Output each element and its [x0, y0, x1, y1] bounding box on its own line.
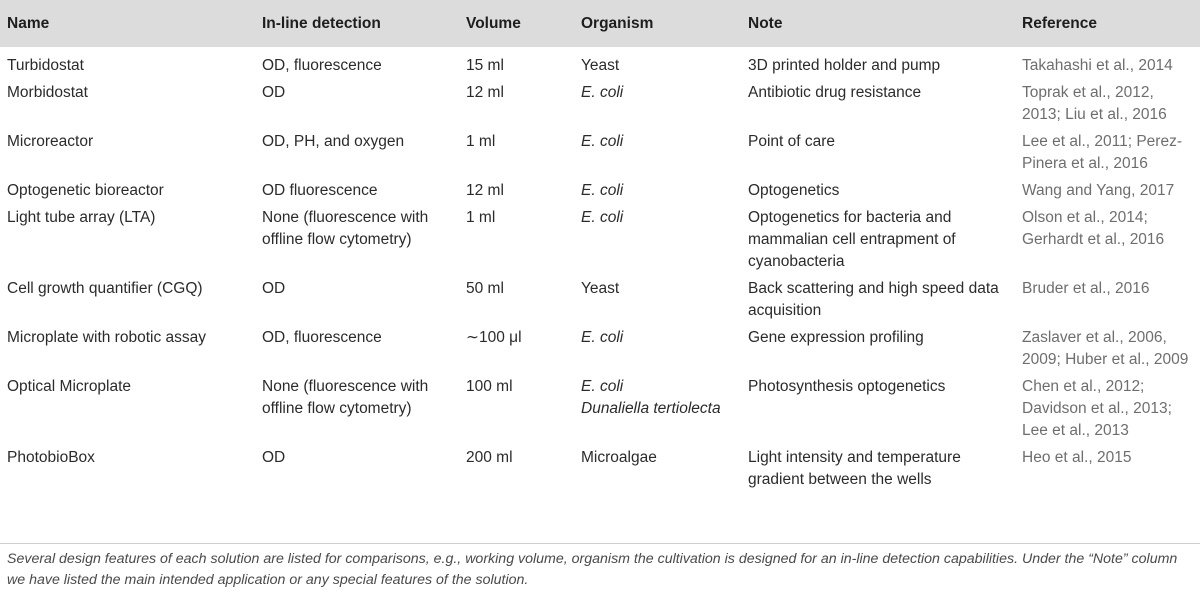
cell-organism: E. coli: [574, 207, 741, 278]
cell-name: Turbidostat: [7, 57, 84, 74]
cell-volume: ∼100 μl: [466, 329, 522, 346]
cell-volume: 100 ml: [466, 378, 513, 395]
cell-detection: OD, fluorescence: [262, 329, 382, 346]
organism-text: E. coli: [581, 209, 624, 226]
cell-reference: Olson et al., 2014; Gerhardt et al., 201…: [1022, 209, 1165, 248]
cell-organism: E. coli: [574, 327, 741, 376]
cell-name: Microplate with robotic assay: [7, 329, 206, 346]
cell-note: Light intensity and temperature gradient…: [748, 449, 961, 488]
cell-note: 3D printed holder and pump: [748, 57, 941, 74]
cell-volume: 1 ml: [466, 133, 496, 150]
cell-name: Light tube array (LTA): [7, 209, 156, 226]
cell-detection: OD: [262, 84, 286, 101]
cell-note: Gene expression profiling: [748, 329, 924, 346]
cell-organism: E. coli: [574, 180, 741, 207]
organism-text: E. coli: [581, 329, 624, 346]
cell-detection: OD: [262, 280, 286, 297]
header-band: [0, 0, 1200, 47]
table-row: Optical Microplate None (fluorescence wi…: [0, 376, 1200, 447]
organism-text: E. coli: [581, 182, 624, 199]
cell-name: Microreactor: [7, 133, 94, 150]
cell-volume: 200 ml: [466, 449, 513, 466]
cell-reference: Zaslaver et al., 2006, 2009; Huber et al…: [1022, 329, 1189, 368]
cell-volume: 12 ml: [466, 84, 504, 101]
organism-text: E. coli: [581, 378, 624, 395]
cell-reference: Lee et al., 2011; Perez-Pinera et al., 2…: [1022, 133, 1182, 172]
cell-reference: Bruder et al., 2016: [1022, 280, 1150, 297]
cell-organism: E. coli: [574, 82, 741, 131]
cell-name: PhotobioBox: [7, 449, 95, 466]
cell-name: Cell growth quantifier (CGQ): [7, 280, 203, 297]
cell-organism: E. coli: [574, 131, 741, 180]
header-volume: Volume: [466, 14, 521, 32]
cell-name: Morbidostat: [7, 84, 88, 101]
cell-organism: Yeast: [574, 47, 741, 82]
cell-detection: None (fluorescence with offline flow cyt…: [262, 378, 429, 417]
cell-organism: Yeast: [574, 278, 741, 327]
organism-text: E. coli: [581, 133, 624, 150]
table-footnote: Several design features of each solution…: [7, 551, 1178, 588]
organism-text: Microalgae: [581, 449, 657, 466]
cell-reference: Heo et al., 2015: [1022, 449, 1132, 466]
organism-text: E. coli: [581, 84, 624, 101]
cell-name: Optogenetic bioreactor: [7, 182, 164, 199]
cell-note: Optogenetics for bacteria and mammalian …: [748, 209, 956, 270]
cell-organism: Microalgae: [574, 447, 741, 496]
cell-detection: OD, fluorescence: [262, 57, 382, 74]
cell-volume: 50 ml: [466, 280, 504, 297]
footnote-divider: [0, 543, 1200, 544]
table-row: PhotobioBox OD 200 ml Microalgae Light i…: [0, 447, 1200, 496]
cell-detection: None (fluorescence with offline flow cyt…: [262, 209, 429, 248]
table-row: Cell growth quantifier (CGQ) OD 50 ml Ye…: [0, 278, 1200, 327]
cell-volume: 15 ml: [466, 57, 504, 74]
cell-note: Photosynthesis optogenetics: [748, 378, 946, 395]
cell-volume: 1 ml: [466, 209, 496, 226]
header-organism: Organism: [581, 14, 654, 32]
organism-text: Yeast: [581, 280, 620, 297]
cell-reference: Wang and Yang, 2017: [1022, 182, 1175, 199]
cell-organism: E. coli Dunaliella tertiolecta: [574, 376, 741, 447]
cell-note: Optogenetics: [748, 182, 840, 199]
table-row: Microplate with robotic assay OD, fluore…: [0, 327, 1200, 376]
cell-reference: Chen et al., 2012; Davidson et al., 2013…: [1022, 378, 1172, 439]
table-row: Light tube array (LTA) None (fluorescenc…: [0, 207, 1200, 278]
cell-note: Antibiotic drug resistance: [748, 84, 922, 101]
table-row: Morbidostat OD 12 ml E. coli Antibiotic …: [0, 82, 1200, 131]
table-row: Microreactor OD, PH, and oxygen 1 ml E. …: [0, 131, 1200, 180]
header-note: Note: [748, 14, 783, 32]
cell-reference: Toprak et al., 2012, 2013; Liu et al., 2…: [1022, 84, 1167, 123]
cell-name: Optical Microplate: [7, 378, 132, 395]
cell-note: Back scattering and high speed data acqu…: [748, 280, 999, 319]
header-detection: In-line detection: [262, 14, 381, 32]
header-name: Name: [7, 14, 50, 32]
cell-detection: OD fluorescence: [262, 182, 378, 199]
cell-volume: 12 ml: [466, 182, 504, 199]
comparison-table: Name In-line detection Volume Organism N…: [0, 0, 1200, 496]
organism-text-secondary: Dunaliella tertiolecta: [581, 400, 721, 417]
cell-detection: OD, PH, and oxygen: [262, 133, 405, 150]
table-row: Optogenetic bioreactor OD fluorescence 1…: [0, 180, 1200, 207]
organism-text: Yeast: [581, 57, 620, 74]
header-reference: Reference: [1022, 14, 1097, 32]
table-row: Turbidostat OD, fluorescence 15 ml Yeast…: [0, 47, 1200, 82]
header-row: Name In-line detection Volume Organism N…: [0, 0, 1200, 47]
cell-note: Point of care: [748, 133, 836, 150]
cell-reference: Takahashi et al., 2014: [1022, 57, 1173, 74]
cell-detection: OD: [262, 449, 286, 466]
